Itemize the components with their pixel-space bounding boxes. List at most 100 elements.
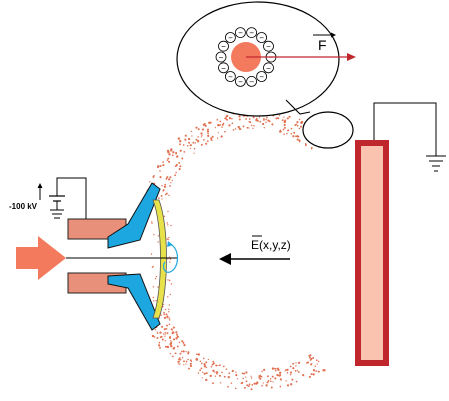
- spray-droplet: [165, 346, 167, 348]
- spray-droplet: [281, 119, 284, 122]
- spray-droplet: [201, 371, 204, 374]
- feed-inlet-arrow-icon: [16, 236, 66, 280]
- spray-droplet: [176, 333, 178, 336]
- negative-charge-sign: −: [219, 53, 224, 62]
- spray-droplet: [245, 371, 248, 374]
- spray-droplet: [181, 356, 184, 359]
- spray-droplet: [183, 360, 185, 363]
- spray-droplet: [165, 313, 168, 316]
- spray-droplet: [205, 378, 208, 382]
- spray-droplet: [200, 143, 203, 146]
- spray-droplet: [166, 238, 168, 240]
- spray-droplet: [167, 258, 169, 260]
- spray-droplet: [163, 328, 166, 331]
- spray-droplet: [199, 369, 201, 371]
- spray-droplet: [267, 375, 269, 378]
- spray-droplet: [169, 343, 172, 346]
- spray-droplet: [202, 139, 205, 141]
- negative-charge-icon: [263, 40, 274, 52]
- spray-droplet: [270, 386, 273, 389]
- spray-droplet: [250, 375, 252, 377]
- spray-droplet: [294, 370, 297, 372]
- spray-droplet: [197, 353, 201, 356]
- spray-droplet: [163, 185, 167, 188]
- spray-droplet: [175, 171, 177, 174]
- spray-droplet: [170, 341, 173, 343]
- spray-droplet: [217, 364, 219, 367]
- spray-droplet: [199, 360, 202, 363]
- spray-droplet: [256, 381, 259, 384]
- spray-droplet: [189, 144, 192, 147]
- spray-droplet: [299, 125, 303, 128]
- spray-droplet: [170, 283, 173, 285]
- field-label: E(x,y,z): [251, 238, 291, 252]
- spray-droplet: [272, 381, 274, 383]
- spray-droplet: [167, 157, 170, 160]
- spray-droplet: [174, 165, 177, 168]
- spray-droplet: [221, 371, 223, 374]
- spray-droplet: [167, 279, 169, 281]
- spray-droplet: [250, 388, 253, 391]
- spray-droplet: [253, 125, 255, 127]
- spray-droplet: [271, 367, 275, 370]
- spray-droplet: [262, 122, 265, 126]
- spray-droplet: [169, 353, 171, 355]
- spray-droplet: [159, 336, 162, 338]
- spray-droplet: [164, 316, 167, 319]
- spray-droplet: [237, 125, 240, 129]
- spray-droplet: [298, 361, 301, 364]
- spray-droplet: [253, 382, 256, 385]
- spray-droplet: [294, 124, 297, 126]
- supply-wire: [56, 177, 87, 220]
- spray-droplet: [162, 190, 164, 192]
- spray-droplet: [164, 183, 167, 186]
- spray-droplet: [187, 145, 189, 147]
- spray-droplet: [168, 178, 170, 181]
- spray-droplet: [210, 366, 213, 368]
- spray-droplet: [266, 116, 268, 119]
- spray-droplet: [296, 138, 299, 141]
- spray-droplet: [267, 380, 270, 382]
- spray-droplet: [232, 129, 235, 131]
- supply-ground-symbol-icon: [50, 209, 64, 219]
- spray-droplet: [214, 375, 217, 377]
- voltage-indicator-arrowhead-icon: [37, 183, 43, 188]
- spray-droplet: [323, 369, 326, 372]
- zoom-callout: −−−−−−−−−−−−−− F: [176, 1, 356, 149]
- spray-droplet: [187, 351, 190, 354]
- spray-droplet: [159, 176, 162, 179]
- spray-droplet: [160, 314, 162, 316]
- spray-droplet: [219, 120, 222, 123]
- spray-droplet: [273, 367, 276, 370]
- spray-droplet: [211, 363, 214, 366]
- spray-droplet: [221, 123, 224, 126]
- negative-charge-sign: −: [228, 73, 233, 82]
- spray-droplet: [231, 117, 233, 120]
- spray-droplet: [211, 382, 214, 384]
- spray-droplet: [286, 117, 289, 120]
- spray-droplet: [214, 126, 217, 129]
- spray-droplet: [166, 222, 168, 224]
- spray-droplet: [290, 127, 293, 130]
- spray-droplet: [177, 363, 179, 365]
- spray-droplet: [201, 134, 203, 137]
- spray-droplet: [304, 142, 307, 145]
- negative-charge-icon: [224, 32, 236, 43]
- spray-droplet: [188, 367, 190, 370]
- spray-droplet: [228, 124, 231, 127]
- spray-droplet: [190, 130, 192, 133]
- spray-droplet: [312, 369, 316, 372]
- spray-droplet: [164, 334, 166, 336]
- spray-droplet: [189, 362, 192, 365]
- spray-droplet: [224, 130, 226, 133]
- rotation-arrowhead-icon: [167, 241, 173, 247]
- force-overbar-arrowhead-icon: [331, 32, 336, 38]
- spray-droplet: [296, 370, 299, 372]
- spray-droplet: [258, 375, 261, 378]
- spray-droplet: [169, 261, 171, 263]
- spray-droplet: [286, 372, 289, 374]
- spray-droplet: [171, 154, 174, 157]
- spray-droplet: [298, 118, 301, 121]
- spray-droplet: [255, 118, 258, 122]
